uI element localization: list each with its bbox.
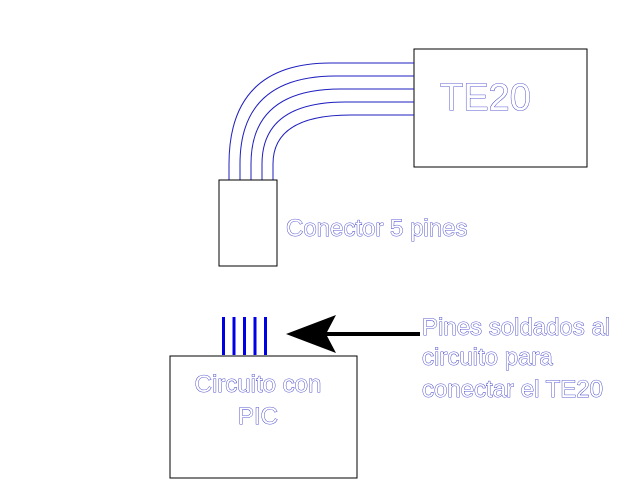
arrow-head (286, 315, 336, 353)
cable-wire (261, 101, 414, 180)
soldered-pins (222, 317, 267, 355)
arrow (286, 315, 420, 353)
annotation-line-2: circuito para (422, 344, 553, 371)
te20-device: TE20 (413, 48, 588, 168)
connector-box (218, 179, 278, 267)
pin (253, 317, 257, 355)
circuit-label-line-1: Circuito con (195, 371, 322, 398)
cable (228, 62, 414, 180)
pin (222, 317, 225, 355)
te20-label: TE20 (440, 77, 531, 119)
te20-box (413, 48, 588, 168)
cable-wire (239, 75, 414, 180)
annotation-line-1: Pines soldados al (422, 314, 610, 341)
annotation-line-3: conectar el TE20 (422, 376, 603, 403)
pin (232, 317, 236, 355)
cable-wire (228, 62, 414, 180)
pic-circuit: Circuito con PIC (169, 355, 358, 479)
pin (264, 317, 267, 355)
pin (243, 317, 246, 355)
circuit-box (169, 355, 358, 479)
cable-wire (272, 114, 414, 180)
connector-label: Conector 5 pines (286, 215, 467, 242)
circuit-label-line-2: PIC (238, 403, 278, 430)
connector: Conector 5 pines (218, 179, 468, 267)
annotation: Pines soldados al circuito para conectar… (422, 314, 611, 404)
cable-wire (250, 88, 414, 180)
